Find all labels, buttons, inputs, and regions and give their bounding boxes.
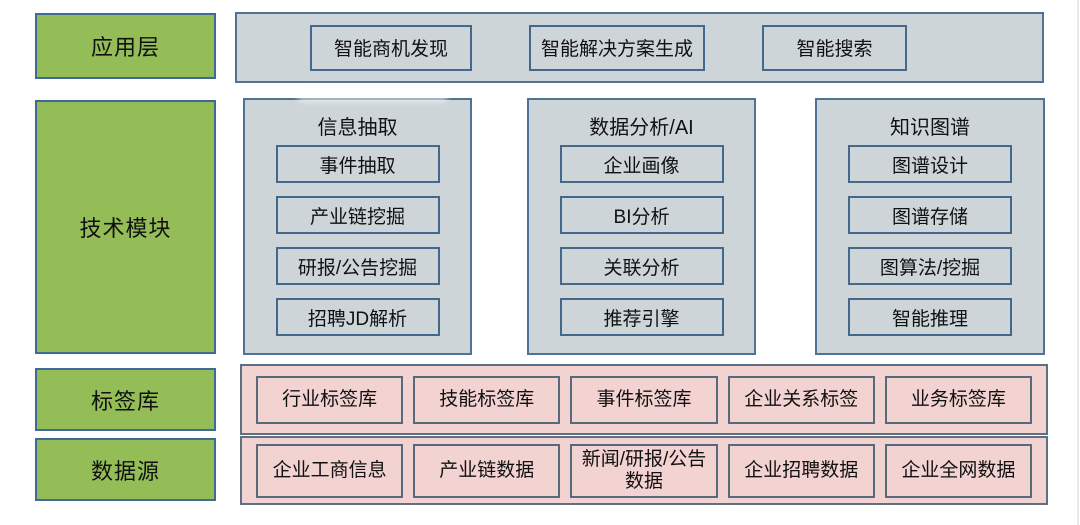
tech-group-title: 数据分析/AI: [589, 116, 694, 139]
tech-item-company-profile: 企业画像: [559, 145, 724, 183]
tech-group-info-extraction: 信息抽取 事件抽取 产业链挖掘 研报/公告挖掘 招聘JD解析: [243, 98, 472, 355]
datasource-item-news-reports: 新闻/研报/公告数据: [570, 443, 718, 498]
app-item-smart-search: 智能搜索: [762, 24, 907, 71]
tech-item-graph-storage: 图谱存储: [848, 196, 1012, 234]
tag-item-event: 事件标签库: [570, 375, 718, 424]
layer-label-application: 应用层: [35, 13, 216, 79]
datasource-container: 企业工商信息 产业链数据 新闻/研报/公告数据 企业招聘数据 企业全网数据: [240, 436, 1048, 505]
datasource-item-recruitment: 企业招聘数据: [727, 443, 875, 498]
tech-item-intelligent-reasoning: 智能推理: [848, 298, 1012, 336]
layer-label-datasources: 数据源: [35, 438, 216, 501]
tech-item-graph-design: 图谱设计: [848, 145, 1012, 183]
tech-item-graph-algorithms: 图算法/挖掘: [848, 247, 1012, 285]
tech-item-recommendation-engine: 推荐引擎: [559, 298, 724, 336]
tech-item-event-extraction: 事件抽取: [275, 145, 440, 183]
tech-item-relation-analysis: 关联分析: [559, 247, 724, 285]
tech-group-title: 信息抽取: [317, 116, 398, 139]
tech-item-report-mining: 研报/公告挖掘: [275, 247, 440, 285]
tech-group-title: 知识图谱: [890, 116, 970, 139]
application-layer-container: 智能商机发现 智能解决方案生成 智能搜索: [235, 12, 1044, 83]
tag-item-skill: 技能标签库: [413, 375, 561, 424]
tag-item-company-relation: 企业关系标签: [727, 375, 875, 424]
watermark-smudge: [297, 87, 449, 102]
tech-group-knowledge-graph: 知识图谱 图谱设计 图谱存储 图算法/挖掘 智能推理: [815, 98, 1045, 355]
datasource-item-registration-info: 企业工商信息: [256, 443, 404, 498]
tech-group-data-analysis-ai: 数据分析/AI 企业画像 BI分析 关联分析 推荐引擎: [527, 98, 756, 355]
app-item-business-discovery: 智能商机发现: [310, 24, 472, 71]
datasource-item-whole-web: 企业全网数据: [884, 443, 1033, 498]
tech-item-bi-analysis: BI分析: [559, 196, 724, 234]
layer-label-tags: 标签库: [35, 368, 216, 431]
app-item-solution-generation: 智能解决方案生成: [529, 24, 705, 71]
datasource-item-industry-chain: 产业链数据: [413, 443, 561, 498]
layer-label-technology: 技术模块: [35, 100, 216, 354]
tech-item-industry-chain-mining: 产业链挖掘: [275, 196, 440, 234]
tag-item-business: 业务标签库: [884, 375, 1033, 424]
tech-item-jd-parsing: 招聘JD解析: [275, 298, 440, 336]
tag-library-container: 行业标签库 技能标签库 事件标签库 企业关系标签 业务标签库: [240, 364, 1048, 435]
tag-item-industry: 行业标签库: [256, 375, 404, 424]
page-edge-line: [1077, 0, 1079, 525]
